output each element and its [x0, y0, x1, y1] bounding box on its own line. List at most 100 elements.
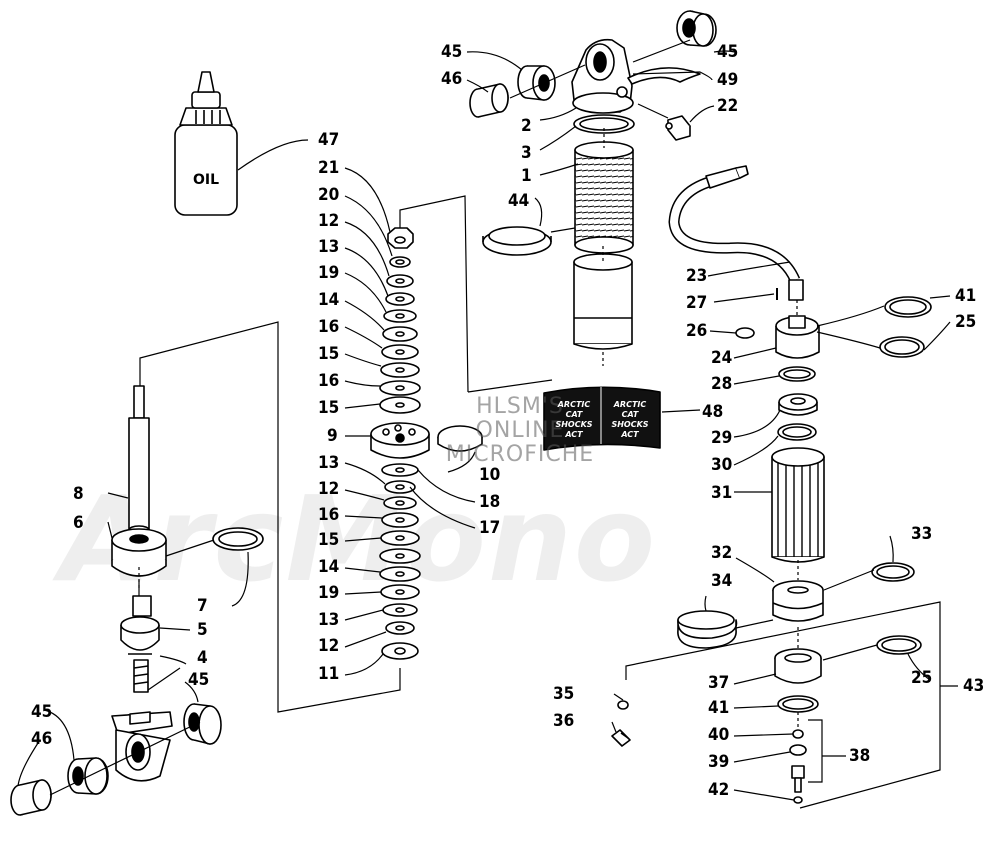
bushing-46-top: [469, 83, 509, 118]
callout-32: 32: [711, 543, 733, 563]
callout-45: 45: [441, 42, 463, 62]
callout-14: 14: [318, 290, 340, 310]
lower-shock-eye: [111, 711, 173, 782]
callout-30: 30: [711, 455, 733, 475]
bumper-5: [120, 595, 160, 655]
callout-16: 16: [318, 505, 340, 525]
callout-10: 10: [479, 465, 501, 485]
callout-12: 12: [318, 636, 340, 656]
callout-22: 22: [717, 96, 739, 116]
shaft-8: [128, 385, 150, 535]
callout-47: 47: [318, 130, 340, 150]
callout-37: 37: [708, 673, 730, 693]
oil-label: OIL: [193, 172, 220, 188]
callout-17: 17: [479, 518, 501, 538]
callout-25: 25: [955, 312, 977, 332]
callout-1: 1: [521, 166, 532, 186]
watermark-line-1: HLSM'S: [476, 394, 564, 419]
callout-41: 41: [708, 698, 730, 718]
callout-45: 45: [31, 702, 53, 722]
callout-6: 6: [73, 513, 84, 533]
callout-21: 21: [318, 158, 340, 178]
callout-8: 8: [73, 484, 84, 504]
fitting-22: [665, 115, 691, 141]
bearing-45-bottom-right: [183, 703, 222, 745]
callout-24: 24: [711, 348, 733, 368]
callout-33: 33: [911, 524, 933, 544]
callout-16: 16: [318, 317, 340, 337]
callout-49: 49: [717, 70, 739, 90]
threaded-rod-4: [133, 659, 149, 693]
washer-26: [735, 327, 755, 339]
callout-43: 43: [963, 676, 985, 696]
callout-48: 48: [702, 402, 724, 422]
bearing-45-bottom-left: [67, 757, 109, 795]
callout-25: 25: [911, 668, 933, 688]
callout-18: 18: [479, 492, 501, 512]
spring-collar-44: [482, 226, 552, 256]
callout-42: 42: [708, 780, 730, 800]
callout-13: 13: [318, 453, 340, 473]
callout-13: 13: [318, 237, 340, 257]
reservoir-31: [771, 447, 825, 563]
seal-42: [793, 796, 803, 804]
coil-spring-1: [574, 141, 634, 254]
decal-text-right: ARCTIC CAT SHOCKS ACT: [611, 400, 649, 439]
callout-31: 31: [711, 483, 733, 503]
callout-16: 16: [318, 371, 340, 391]
watermark-line-3: MICROFICHE: [445, 442, 595, 467]
decal-text-left: ARCTIC CAT SHOCKS ACT: [555, 400, 593, 439]
callout-29: 29: [711, 428, 733, 448]
callout-36: 36: [553, 711, 575, 731]
callout-28: 28: [711, 374, 733, 394]
callout-46: 46: [441, 69, 463, 89]
callout-11: 11: [318, 664, 340, 684]
reservoir-cap-24: [775, 315, 820, 359]
watermark-text: HLSM'S ONLINE MICROFICHE: [420, 395, 620, 467]
washer-39: [789, 744, 807, 756]
callout-14: 14: [318, 557, 340, 577]
callout-15: 15: [318, 398, 340, 418]
callout-12: 12: [318, 479, 340, 499]
callout-39: 39: [708, 752, 730, 772]
callout-20: 20: [318, 185, 340, 205]
callout-7: 7: [197, 596, 208, 616]
callout-15: 15: [318, 530, 340, 550]
valve-screw-38: [791, 765, 805, 793]
leader-lines: [17, 39, 958, 809]
piston-29: [778, 393, 818, 416]
bushing-46-bottom: [10, 779, 52, 816]
callout-4: 4: [197, 648, 208, 668]
callout-2: 2: [521, 116, 532, 136]
bearing-45-top-left: [517, 65, 556, 101]
callout-27: 27: [686, 293, 708, 313]
callout-26: 26: [686, 321, 708, 341]
callout-3: 3: [521, 143, 532, 163]
piston-32: [772, 580, 824, 622]
decal-48: [543, 386, 661, 451]
callout-19: 19: [318, 583, 340, 603]
callout-35: 35: [553, 684, 575, 704]
screw-36: [611, 729, 631, 747]
callout-38: 38: [849, 746, 871, 766]
callout-41: 41: [955, 286, 977, 306]
hose-23: [668, 165, 804, 301]
callout-34: 34: [711, 571, 733, 591]
watermark-line-2: ONLINE: [475, 418, 565, 443]
washer-35: [617, 700, 629, 710]
ball-40: [792, 729, 804, 739]
clip-49: [627, 67, 701, 85]
callout-44: 44: [508, 191, 530, 211]
callout-40: 40: [708, 725, 730, 745]
callout-15: 15: [318, 344, 340, 364]
oil-bottle: [174, 71, 238, 216]
callout-45: 45: [717, 42, 739, 62]
bearing-45-top-right: [676, 10, 717, 47]
shock-body: [573, 253, 633, 350]
callout-45: 45: [188, 670, 210, 690]
end-cap-37: [774, 648, 822, 684]
callout-12: 12: [318, 211, 340, 231]
callout-23: 23: [686, 266, 708, 286]
